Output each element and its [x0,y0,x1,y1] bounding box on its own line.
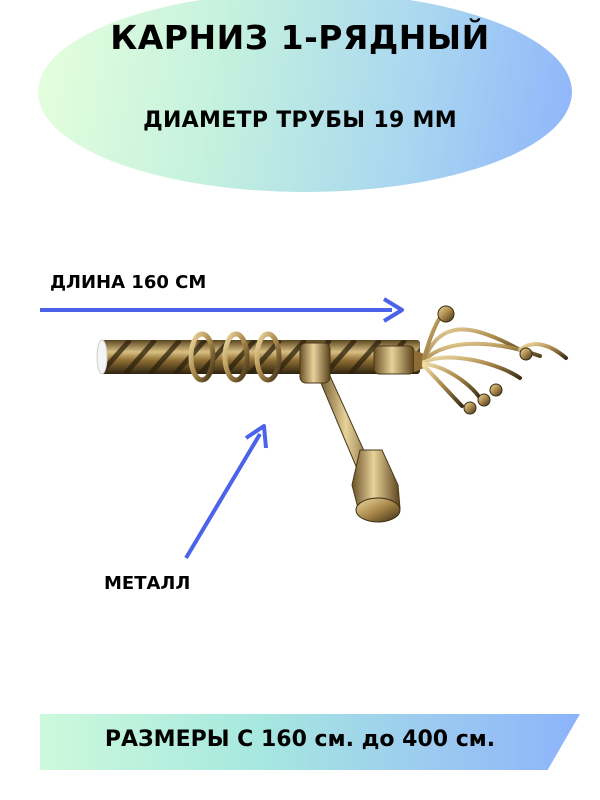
product-subtitle: ДИАМЕТР ТРУБЫ 19 ММ [143,108,457,133]
rod-tube [96,339,420,375]
rod-finial [373,305,568,415]
curtain-rings [188,331,282,383]
material-arrow [184,424,268,560]
footer-banner [40,714,580,770]
wall-bracket [299,342,401,523]
product-title: КАРНИЗ 1-РЯДНЫЙ [110,18,490,57]
material-label: МЕТАЛЛ [104,573,191,594]
length-label: ДЛИНА 160 СМ [50,272,207,293]
ring-3 [254,331,282,383]
length-arrow [40,297,404,323]
ring-2 [222,331,250,383]
sizes-text: РАЗМЕРЫ С 160 см. до 400 см. [104,727,496,752]
header-ellipse [38,0,572,192]
curtain-rod-illustration [40,297,568,560]
ring-1 [188,331,216,383]
